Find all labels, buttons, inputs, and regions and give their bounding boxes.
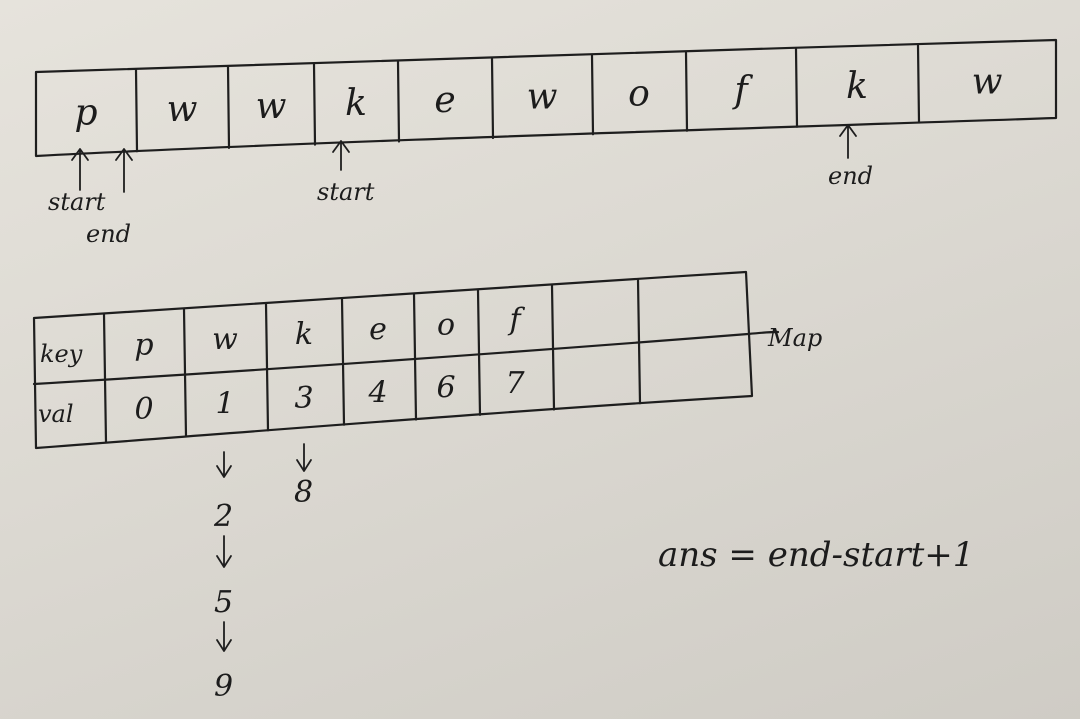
string-cell-divider xyxy=(312,63,317,146)
map-key-3: e xyxy=(369,312,387,347)
map-val-3: 4 xyxy=(367,376,387,411)
string-cell-3: k xyxy=(345,83,367,124)
string-cell-6: o xyxy=(628,73,650,114)
string-cell-4: e xyxy=(434,80,455,121)
string-cell-8: k xyxy=(846,66,868,107)
pointer-end-1-arrow xyxy=(115,148,133,193)
map-title: Map xyxy=(767,324,822,352)
map-column-divider xyxy=(550,284,556,411)
w-update-2: 9 xyxy=(214,669,233,704)
k-arrow-0 xyxy=(296,443,312,472)
map-column-divider xyxy=(182,308,188,438)
w-arrow-1 xyxy=(216,535,232,568)
pointer-start-3: start xyxy=(317,140,375,206)
map-column-divider xyxy=(476,289,482,416)
map-table-dividers xyxy=(102,278,642,444)
string-cell-0: p xyxy=(74,92,97,133)
answer-formula: ans = end-start+1 xyxy=(658,535,974,575)
map-table-outline xyxy=(32,270,754,450)
pointer-start-3-arrow xyxy=(332,140,350,171)
string-cell-divider xyxy=(684,51,689,132)
map-val-0: 0 xyxy=(134,392,153,427)
pointer-end-1: end xyxy=(86,148,133,248)
map-val-5: 7 xyxy=(505,366,525,401)
string-cell-divider xyxy=(794,48,799,128)
map-vals: 0 1 3 4 6 7 xyxy=(134,366,525,427)
pointer-end-8-label: end xyxy=(828,162,873,190)
map-column-divider xyxy=(264,302,270,432)
string-cell-divider xyxy=(916,44,921,124)
k-update-0: 8 xyxy=(294,475,313,510)
map-val-2: 3 xyxy=(294,381,313,416)
map-key-5: f xyxy=(507,303,525,338)
pointer-group: start end start end xyxy=(48,124,873,248)
string-cell-1: w xyxy=(167,89,198,130)
w-arrow-2 xyxy=(216,621,232,652)
pointer-end-8-arrow xyxy=(839,124,857,159)
string-cell-divider xyxy=(226,65,231,149)
map-column-divider xyxy=(412,293,418,421)
string-cell-7: f xyxy=(731,70,753,111)
map-key-2: k xyxy=(295,317,313,352)
map-table: key val p w k e o f 0 1 3 4 6 7 Map xyxy=(32,270,822,450)
w-arrow-0 xyxy=(216,451,232,478)
map-row-header-val: val xyxy=(38,400,74,428)
map-val-1: 1 xyxy=(215,386,234,421)
string-cell-5: w xyxy=(527,77,558,118)
map-key-0: p xyxy=(134,328,153,363)
map-key-4: o xyxy=(437,307,455,342)
pointer-start-0-arrow xyxy=(71,148,89,191)
string-array-outline xyxy=(34,38,1058,158)
map-column-divider xyxy=(340,298,346,426)
string-cell-divider xyxy=(490,57,495,140)
string-cell-9: w xyxy=(972,61,1003,102)
pointer-start-0-label: start xyxy=(48,188,106,216)
string-cell-divider xyxy=(396,60,401,143)
pointer-end-8: end xyxy=(828,124,873,190)
map-column-divider xyxy=(102,313,108,444)
map-val-4: 6 xyxy=(436,371,455,406)
w-update-0: 2 xyxy=(213,499,233,534)
pointer-start-0: start xyxy=(48,148,106,216)
w-update-1: 5 xyxy=(214,585,233,620)
map-row-header-key: key xyxy=(40,340,83,368)
string-cell-divider xyxy=(590,54,595,136)
pointer-start-3-label: start xyxy=(317,178,375,206)
map-table-row-divider xyxy=(32,330,780,386)
map-key-1: w xyxy=(212,322,238,357)
pointer-end-1-label: end xyxy=(86,220,131,248)
k-update-chain: 8 xyxy=(294,443,313,510)
string-cell-divider xyxy=(134,68,139,153)
map-column-divider xyxy=(636,278,642,405)
w-update-chain: 2 5 9 xyxy=(213,451,233,704)
string-array-dividers xyxy=(134,44,921,153)
string-cell-2: w xyxy=(256,86,287,127)
